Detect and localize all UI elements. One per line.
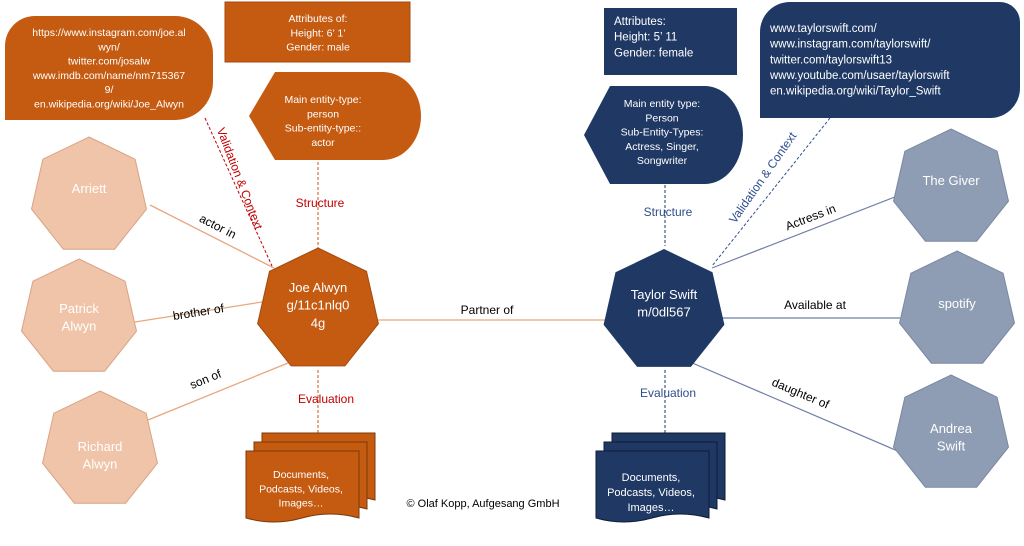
edge-label-available-at: Available at (784, 298, 846, 312)
taylor-node-spotify-label: spotify (938, 296, 976, 311)
taylor-links-box: www.taylorswift.com/www.instagram.com/ta… (760, 2, 1020, 118)
joe-node-arriett-label: Arriett (72, 181, 107, 196)
edge-label-actress-in: Actress in (783, 201, 837, 233)
joe-validation-label: Validation & Context (214, 126, 266, 232)
joe-evaluation-label: Evaluation (298, 392, 354, 406)
joe-node-arriett: Arriett (30, 136, 148, 250)
edge-label-son-of: son of (188, 366, 224, 391)
joe-structure-label: Structure (296, 196, 345, 210)
taylor-node-spotify: spotify (898, 250, 1016, 364)
copyright-text: © Olaf Kopp, Aufgesang GmbH (406, 498, 559, 510)
taylor-node-giver: The Giver (892, 128, 1010, 242)
edge-label-daughter-of: daughter of (770, 375, 832, 412)
edge-label-brother-of: brother of (172, 301, 226, 323)
edge-joe-arriett (149, 204, 275, 269)
edge-taylor-andrea (689, 361, 901, 453)
taylor-documents-stack: Documents,Podcasts, Videos,Images… (595, 432, 726, 523)
edge-taylor-validation (711, 117, 831, 267)
edge-joe-richard (147, 362, 289, 421)
taylor-documents-text: Documents,Podcasts, Videos,Images… (607, 472, 695, 514)
edge-taylor-giver (711, 194, 901, 269)
edge-joe-validation (204, 117, 273, 267)
joe-attributes-box: Attributes of:Height: 6’ 1’Gender: male (224, 1, 411, 63)
joe-documents-text: Documents,Podcasts, Videos,Images… (259, 469, 343, 510)
edge-label-partner-of: Partner of (461, 303, 514, 317)
taylor-structure-label: Structure (644, 205, 693, 219)
edge-joe-patrick (134, 301, 263, 323)
joe-attributes-text: Attributes of:Height: 6’ 1’Gender: male (286, 13, 350, 54)
taylor-evaluation-label: Evaluation (640, 386, 696, 400)
taylor-links-text: www.taylorswift.com/www.instagram.com/ta… (769, 23, 950, 98)
edge-label-actor-in: actor in (197, 211, 238, 241)
connectors (134, 117, 901, 453)
taylor-node-giver-label: The Giver (922, 173, 980, 188)
joe-documents-stack: Documents,Podcasts, Videos,Images… (245, 432, 376, 523)
